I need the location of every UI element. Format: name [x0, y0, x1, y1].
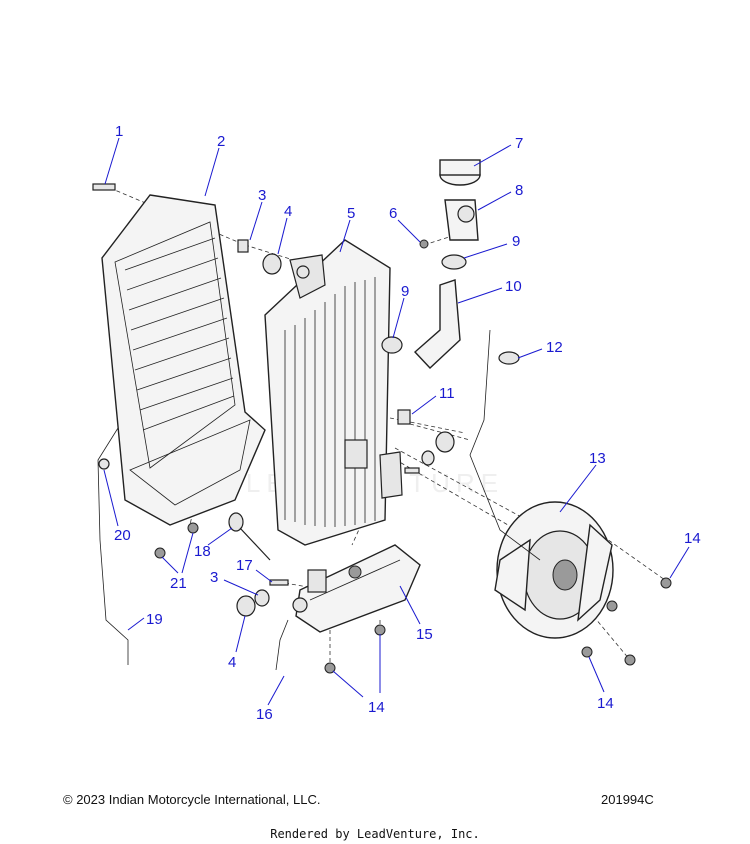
grommet-3-lower	[254, 589, 270, 607]
callout-18: 18	[194, 543, 211, 560]
washer-right	[421, 450, 435, 466]
coolant-reservoir	[292, 544, 421, 633]
clip-20	[98, 458, 110, 470]
radiator-shroud	[101, 194, 266, 526]
upper-hose	[413, 279, 461, 369]
callout-16: 16	[256, 706, 273, 723]
filler-cap	[439, 159, 481, 186]
bolt-14e	[624, 654, 636, 666]
cooling-fan	[494, 501, 614, 639]
callout-5: 5	[347, 205, 355, 222]
callout-9a: 9	[512, 233, 520, 250]
bolt-14d	[581, 646, 593, 658]
radiator	[264, 239, 403, 546]
grommet-right	[435, 431, 455, 453]
callout-7: 7	[515, 135, 523, 152]
dipstick	[228, 512, 271, 561]
drain-hose	[97, 427, 129, 665]
callout-19: 19	[146, 611, 163, 628]
bolt-14f	[606, 600, 618, 612]
callout-11: 11	[439, 385, 455, 402]
callout-4: 4	[284, 203, 292, 220]
bolt-14b	[324, 662, 336, 674]
callout-20: 20	[114, 527, 131, 544]
overflow-hose	[275, 619, 289, 671]
drawing-number: 201994C	[601, 792, 654, 807]
callout-3: 3	[258, 187, 266, 204]
hose-clamp-lower	[381, 336, 403, 354]
bolt-14a	[374, 624, 386, 636]
callout-labels: 1 2 3 4 5 6 7 8 9 9 10 11 12 13 14 14 14…	[114, 123, 701, 723]
filler-neck	[444, 199, 479, 241]
clip-11	[397, 409, 411, 425]
leader-lines	[103, 137, 690, 706]
callout-13: 13	[589, 450, 606, 467]
callout-14a: 14	[684, 530, 701, 547]
bolt-1	[92, 183, 116, 191]
callout-4-lower: 4	[228, 654, 236, 671]
callout-8: 8	[515, 182, 523, 199]
bolt-17	[269, 579, 289, 586]
nut-21b	[187, 522, 199, 534]
grommet-3	[237, 239, 249, 253]
callout-17: 17	[236, 557, 253, 574]
callout-14c: 14	[368, 699, 385, 716]
screw-6	[419, 239, 429, 249]
nut-21a	[154, 547, 166, 559]
callout-14b: 14	[597, 695, 614, 712]
grommet-12	[498, 351, 520, 365]
callout-21: 21	[170, 575, 187, 592]
fan-wire	[469, 329, 541, 561]
callout-2: 2	[217, 133, 225, 150]
grommet-4-lower	[236, 595, 256, 617]
callout-15: 15	[416, 626, 433, 643]
bolt-right	[404, 467, 420, 474]
bolt-14c	[660, 577, 672, 589]
hose-clamp-upper	[441, 254, 467, 270]
copyright-text: © 2023 Indian Motorcycle International, …	[63, 792, 321, 807]
callout-9b: 9	[401, 283, 409, 300]
callout-6: 6	[389, 205, 397, 222]
grommet-4	[262, 253, 282, 275]
callout-10: 10	[505, 278, 522, 295]
callout-3-lower: 3	[210, 569, 218, 586]
rendered-by-text: Rendered by LeadVenture, Inc.	[270, 827, 480, 841]
callout-12: 12	[546, 339, 563, 356]
callout-1: 1	[115, 123, 123, 140]
